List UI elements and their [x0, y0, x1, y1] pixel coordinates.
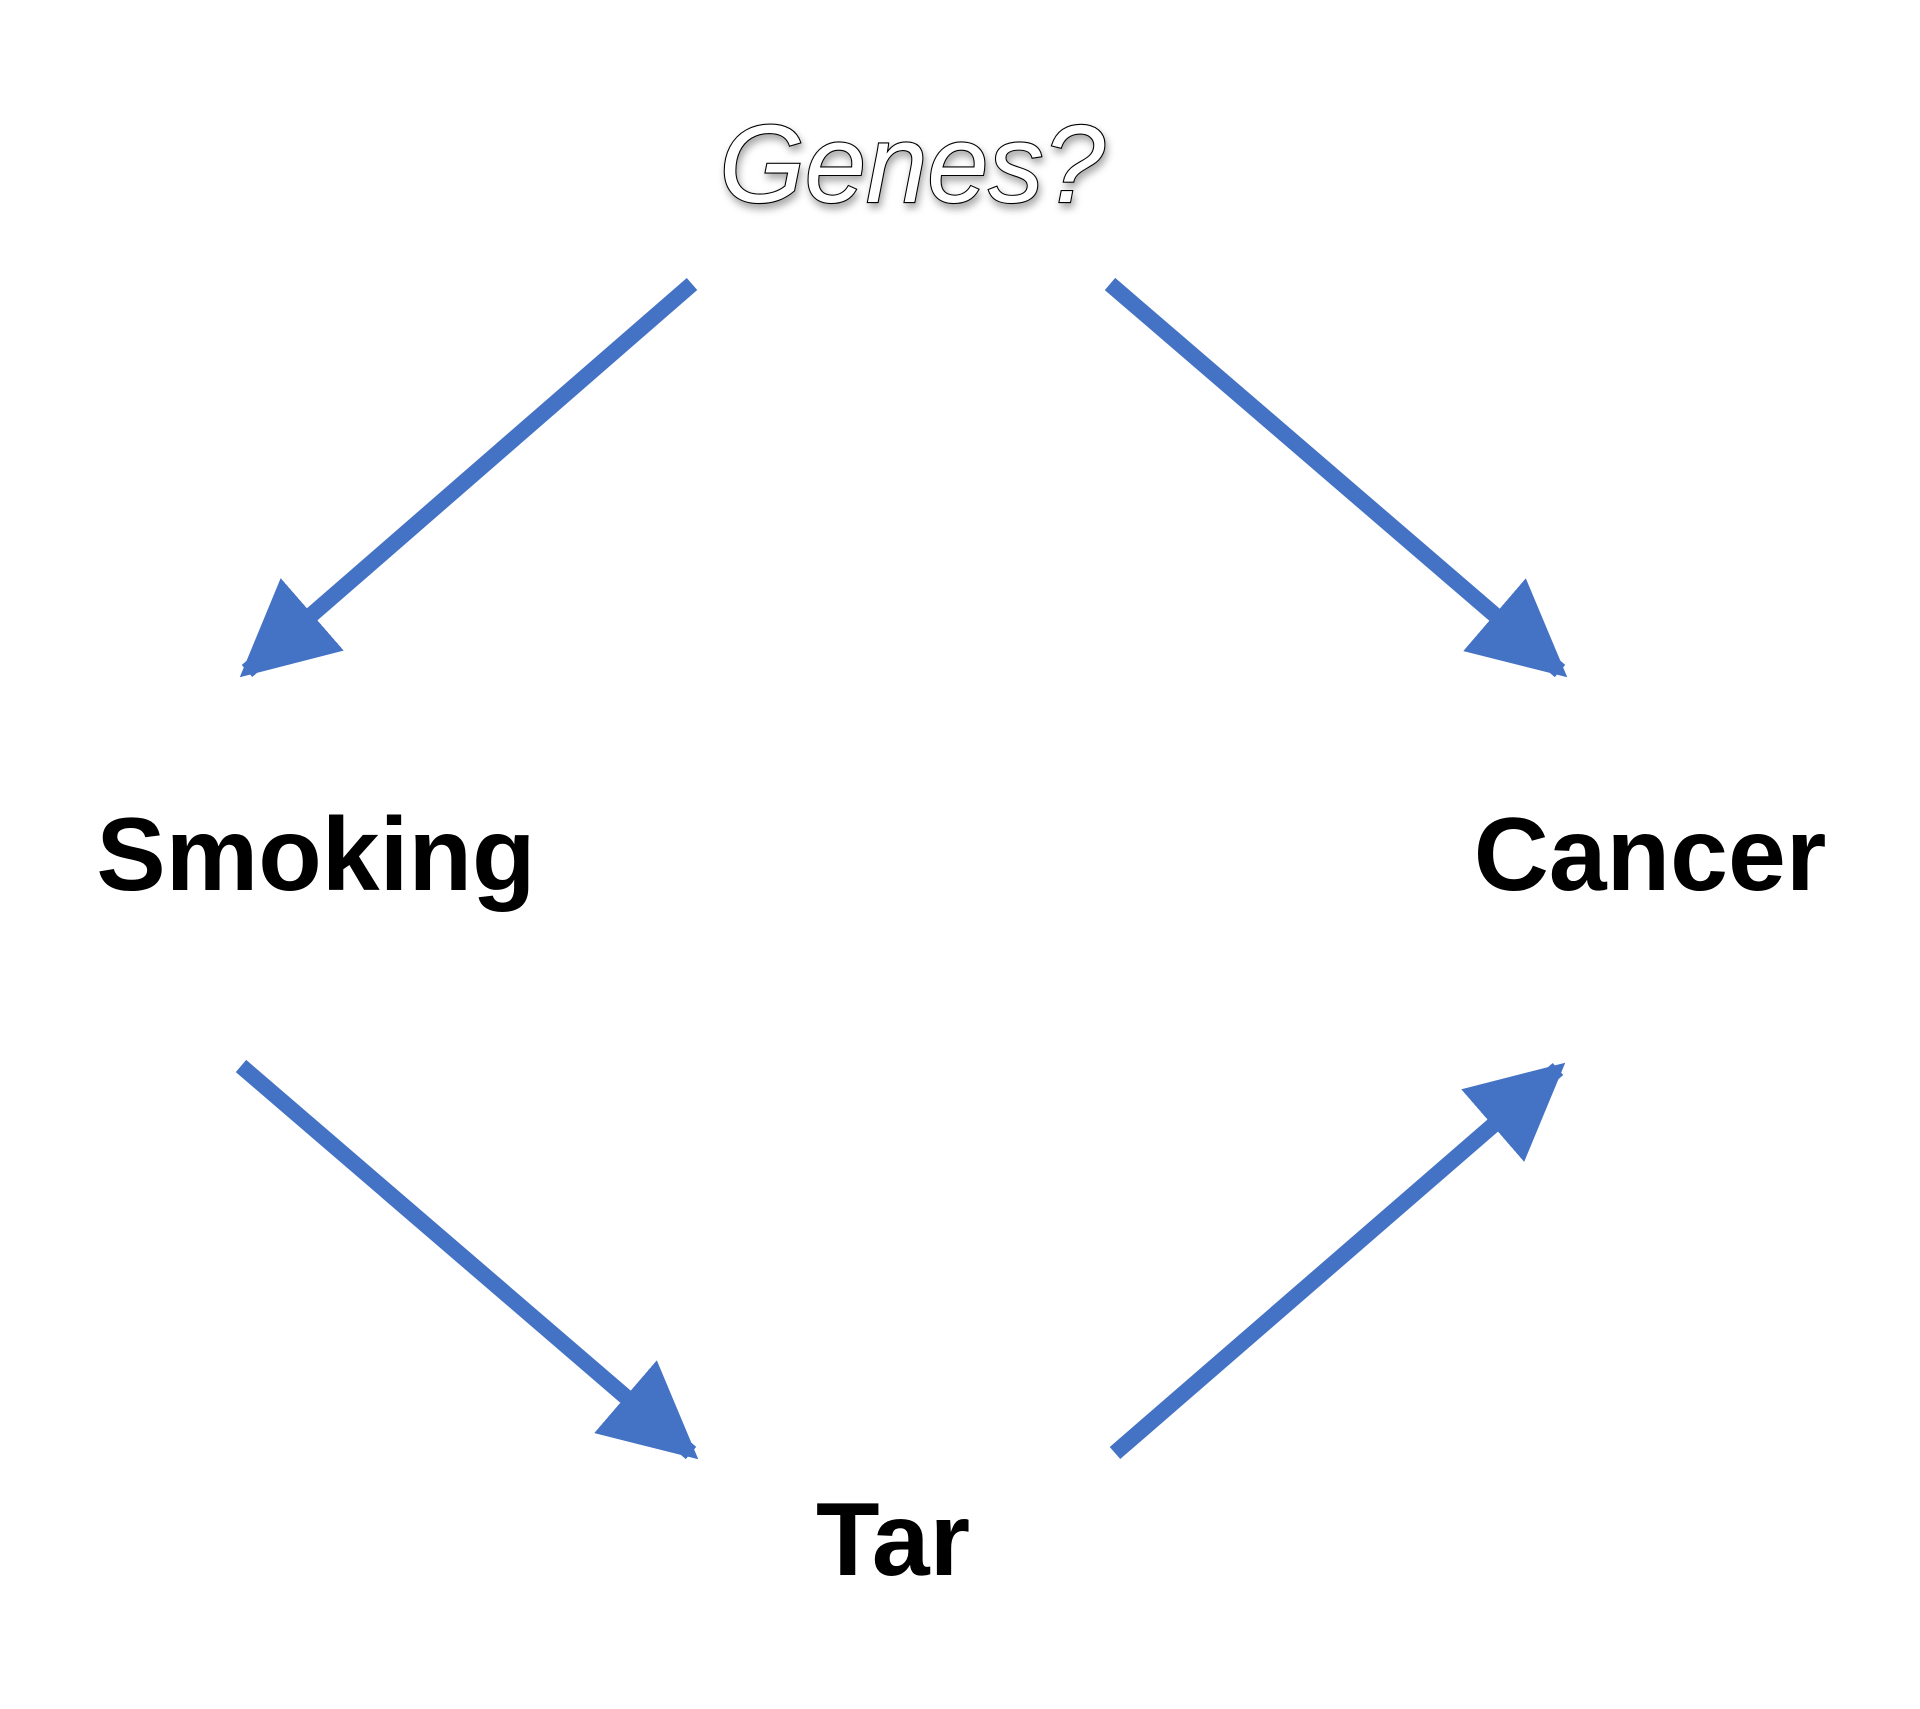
node-genes: Genes?: [719, 103, 1104, 226]
node-cancer: Cancer: [1474, 797, 1827, 913]
edge-smoking-to-tar: [235, 1059, 699, 1460]
node-tar: Tar: [816, 1482, 970, 1598]
edge-genes-to-cancer: [1104, 277, 1568, 678]
node-smoking: Smoking: [96, 797, 535, 913]
edge-genes-to-smoking: [239, 277, 698, 678]
nodes: Genes? Smoking Cancer Tar: [96, 102, 1827, 1598]
edges: [235, 277, 1568, 1460]
edge-tar-to-cancer: [1109, 1062, 1566, 1460]
